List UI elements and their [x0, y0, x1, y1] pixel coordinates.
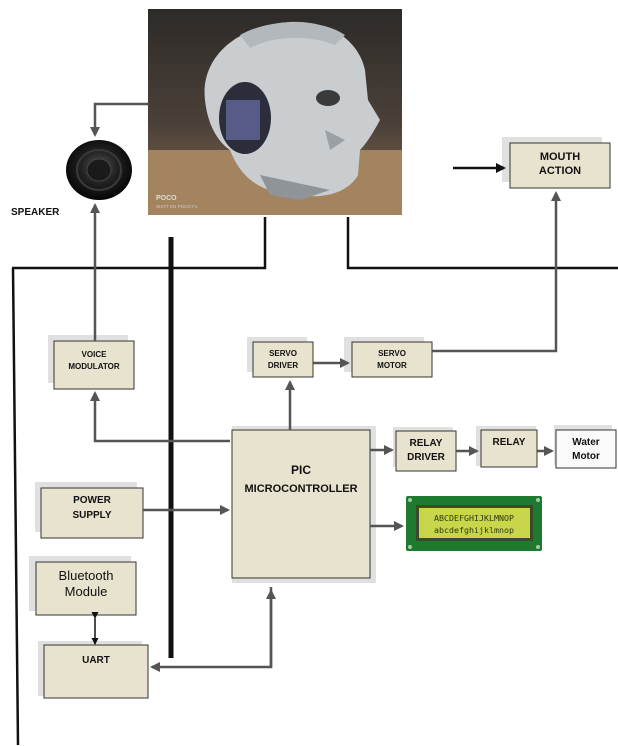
relay-driver-label-1: RELAY [410, 438, 443, 449]
bluetooth-label-2: Module [65, 584, 108, 599]
servo-driver-label-2: DRIVER [268, 361, 298, 370]
voice-modulator-label-2: MODULATOR [68, 362, 119, 371]
voice-modulator-block [53, 340, 135, 390]
relay-label: RELAY [493, 437, 526, 448]
mouth-action-label-1: MOUTH [540, 151, 580, 163]
servo-driver-block [252, 341, 314, 378]
frame-lines [11, 217, 618, 746]
servo-driver-label-1: SERVO [269, 349, 297, 358]
lcd-line-2: abcdefghijklmnop [434, 525, 514, 535]
bluetooth-module-block [35, 561, 137, 616]
robot-head-photo: POCO SHOT ON POCO F1 [148, 9, 402, 215]
connector-arrows [90, 102, 561, 672]
uart-block [43, 644, 149, 699]
relay-driver-label-2: DRIVER [407, 452, 446, 463]
servo-motor-label-1: SERVO [378, 349, 406, 358]
uart-label: UART [82, 655, 110, 666]
power-supply-label-1: POWER [73, 495, 112, 506]
water-motor-label-2: Motor [572, 451, 600, 462]
voice-modulator-label-1: VOICE [82, 350, 108, 359]
photo-watermark: POCO [156, 195, 177, 202]
bluetooth-label-1: Bluetooth [59, 568, 114, 583]
speaker-icon [66, 140, 132, 200]
power-supply-block [40, 487, 144, 539]
pic-label-2: MICROCONTROLLER [244, 483, 357, 495]
power-supply-label-2: SUPPLY [72, 510, 111, 521]
mouth-action-label-2: ACTION [539, 165, 581, 177]
water-motor-label-1: Water [572, 437, 600, 448]
relay-block [480, 429, 538, 468]
pic-microcontroller-block [231, 429, 371, 579]
photo-watermark-sub: SHOT ON POCO F1 [156, 204, 198, 209]
mouth-action-block [509, 142, 611, 189]
lcd-line-1: ABCDEFGHIJKLMNOP [434, 513, 514, 523]
servo-motor-label-2: MOTOR [377, 361, 407, 370]
water-motor-block [555, 429, 617, 469]
relay-driver-block [395, 430, 457, 472]
servo-motor-block [351, 341, 433, 378]
speaker-label: SPEAKER [11, 207, 60, 218]
lcd-display: ABCDEFGHIJKLMNOP abcdefghijklmnop [406, 496, 542, 551]
pic-label-1: PIC [291, 463, 311, 477]
